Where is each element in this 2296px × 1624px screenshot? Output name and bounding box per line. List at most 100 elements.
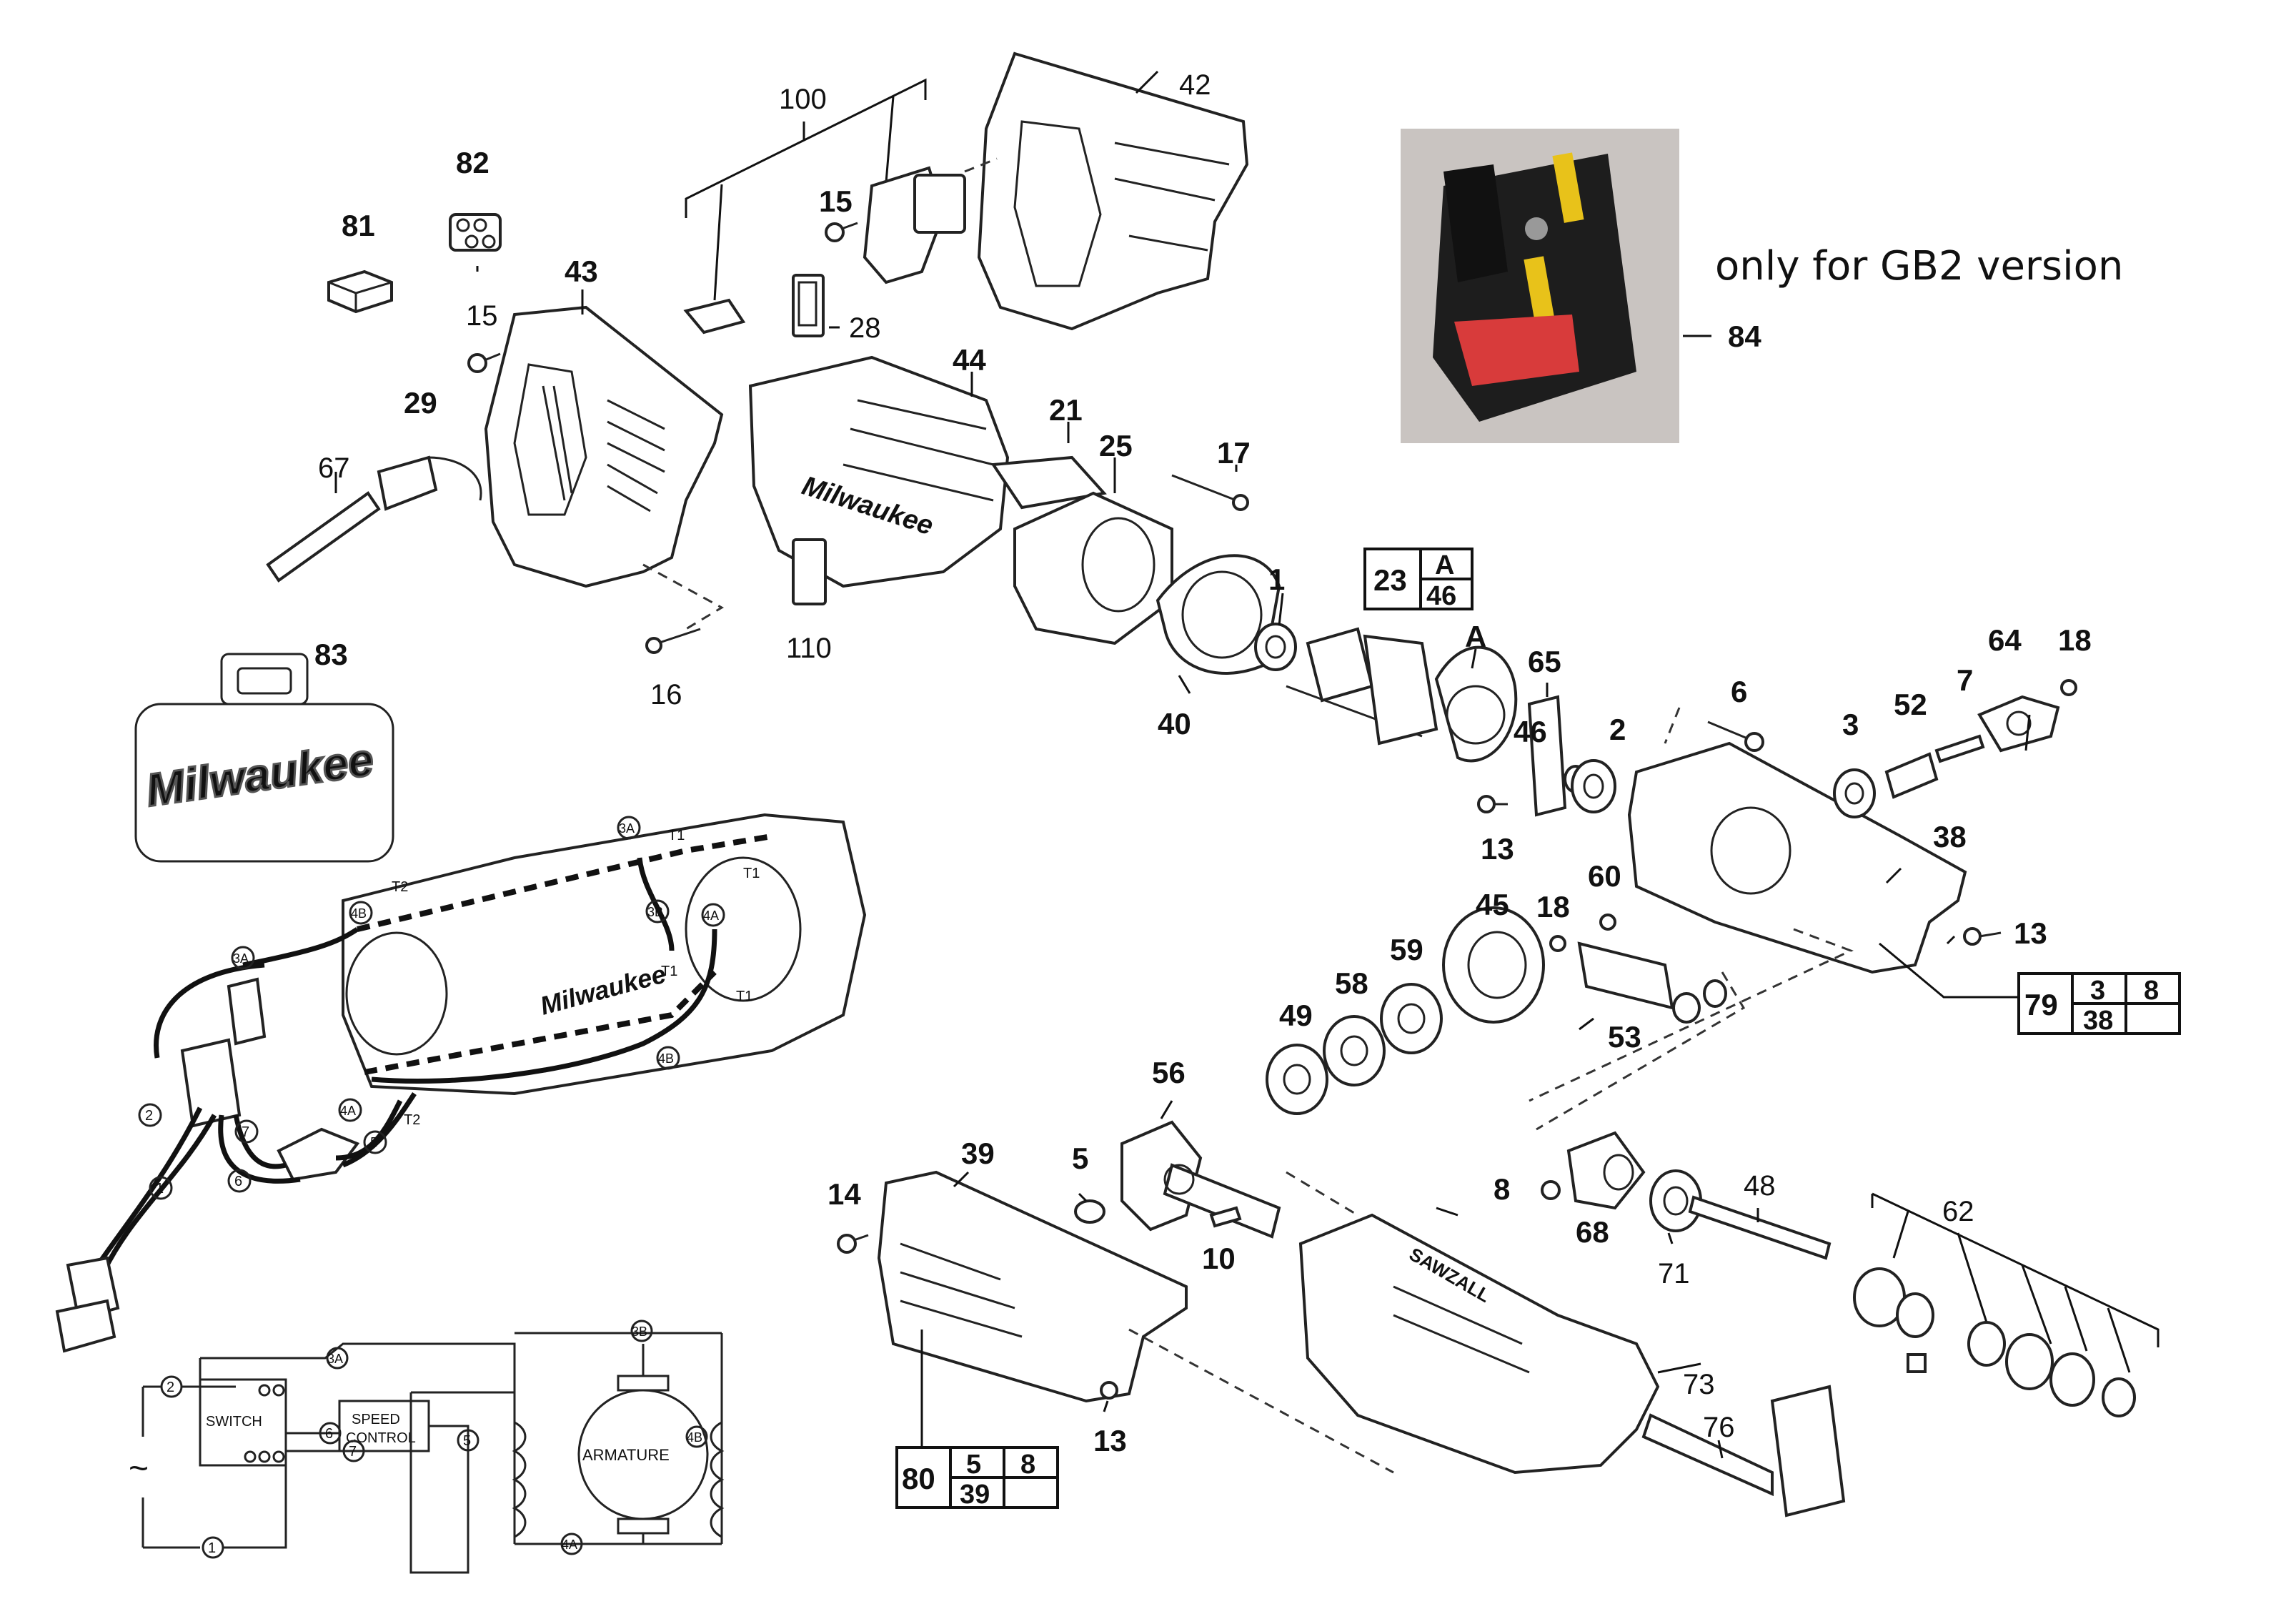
schematic-speed-1: SPEED (352, 1412, 400, 1427)
label-64: 64 (1988, 623, 2022, 657)
part-25-field (1013, 491, 1173, 645)
part-52-bushing (1884, 752, 1939, 799)
part-8-screw (1541, 1180, 1561, 1200)
part-40-fan-baffle (1156, 554, 1281, 675)
label-79-3: 3 (2090, 976, 2105, 1006)
label-15-left: 15 (466, 300, 498, 332)
part-60-pin (1599, 914, 1616, 931)
wire-label-T1-d: T1 (736, 989, 752, 1004)
label-5: 5 (1072, 1142, 1088, 1175)
label-13-b: 13 (2014, 916, 2047, 950)
wiring-switch-and-cord (55, 962, 417, 1353)
label-29: 29 (404, 386, 437, 420)
schematic-node-4B: 4B (687, 1430, 702, 1445)
label-59: 59 (1390, 933, 1423, 966)
label-A: A (1465, 620, 1486, 653)
wire-label-T2-a: T2 (392, 879, 408, 895)
wire-label-4A: 4A (703, 908, 719, 923)
label-80-8: 8 (1020, 1450, 1035, 1480)
label-65: 65 (1528, 645, 1561, 678)
label-7: 7 (1957, 663, 1973, 697)
label-60: 60 (1588, 859, 1621, 893)
table-79 (1879, 942, 2181, 1035)
label-6: 6 (1731, 675, 1747, 708)
label-79: 79 (2024, 988, 2058, 1021)
part-14-screw (837, 1234, 869, 1254)
label-15-top: 15 (819, 184, 853, 218)
part-59-washer (1380, 983, 1443, 1054)
label-81: 81 (342, 209, 375, 242)
wire-label-T2-b: T2 (404, 1112, 420, 1128)
part-48-plunger (1688, 1195, 1832, 1260)
part-62-blade-clamp-kit (1853, 1192, 2160, 1417)
label-13-a: 13 (1481, 832, 1514, 866)
schematic-switch: SWITCH (206, 1414, 262, 1430)
label-68: 68 (1576, 1215, 1609, 1249)
part-65-bracket (1527, 695, 1567, 817)
part-28-brush-holder (792, 274, 825, 337)
schematic-node-1: 1 (208, 1540, 216, 1556)
case-logo: Milwaukee (143, 733, 377, 816)
part-71-bearing (1649, 1169, 1702, 1232)
wiring-circle-labels: 3A 3B 4A 4B 4B 3A 4A T1 T1 T1 T1 T2 T2 2… (138, 816, 760, 1200)
schematic-node-5: 5 (463, 1433, 471, 1449)
leader-lines (334, 70, 2031, 1459)
part-15-screw-left (467, 352, 501, 373)
label-2: 2 (1609, 713, 1626, 746)
wire-label-4B-b: 4B (658, 1051, 674, 1066)
label-83: 83 (314, 638, 348, 671)
schematic-armature: ARMATURE (582, 1446, 670, 1464)
label-52: 52 (1894, 688, 1927, 721)
part-42-handle-half (977, 51, 1249, 331)
wire-label-T1-c: T1 (661, 964, 677, 979)
label-23: 23 (1373, 563, 1407, 597)
part-10-pin (1209, 1206, 1242, 1228)
part-7-pin (1934, 734, 1985, 763)
part-13-screw-c (1100, 1381, 1118, 1400)
label-110: 110 (786, 633, 832, 664)
label-1: 1 (1268, 563, 1285, 596)
label-40: 40 (1158, 707, 1191, 741)
label-45: 45 (1476, 888, 1509, 921)
part-17-screw (1171, 474, 1249, 511)
label-80-5: 5 (966, 1450, 981, 1480)
part-100-bracket (685, 78, 927, 301)
label-80: 80 (902, 1462, 935, 1495)
label-3: 3 (1842, 708, 1859, 741)
table-80 (895, 1330, 1059, 1509)
part-67-power-cord (266, 455, 482, 583)
part-83-carry-case: Milwaukee (134, 653, 394, 863)
label-76: 76 (1703, 1412, 1735, 1443)
label-8: 8 (1494, 1172, 1510, 1206)
label-84: 84 (1728, 320, 1761, 353)
label-44: 44 (953, 343, 986, 377)
label-13-c: 13 (1093, 1424, 1127, 1457)
part-5-pin (1074, 1199, 1105, 1224)
part-1-bearing (1254, 623, 1297, 671)
electrical-schematic: ~ 2 SWITCH 3A SPEED CONTROL 6 7 5 ARMATU… (129, 1320, 725, 1574)
assembly-line-53 (1536, 971, 1746, 1131)
schematic-node-3B: 3B (632, 1325, 647, 1339)
schematic-node-7: 7 (349, 1444, 357, 1460)
part-49-washer (1266, 1044, 1328, 1115)
part-23-armature (1286, 627, 1518, 763)
label-23-A: A (1435, 550, 1454, 580)
wire-label-4B: 4B (351, 906, 367, 921)
label-43: 43 (565, 254, 598, 288)
part-38-gear-case (1627, 741, 1967, 974)
wire-label-T1-a: T1 (668, 828, 685, 843)
part-64-plate (1977, 695, 2060, 753)
part-2-bearing (1571, 759, 1616, 813)
part-84-plug-photo (1401, 129, 1679, 443)
label-25: 25 (1099, 429, 1133, 462)
label-73: 73 (1683, 1369, 1715, 1400)
part-39-front-housing (877, 1170, 1188, 1403)
part-58-washer (1323, 1015, 1386, 1086)
part-100-switch-lever (683, 298, 746, 335)
wire-label-6: 6 (234, 1174, 242, 1189)
label-23-46: 46 (1426, 581, 1456, 611)
part-100-trigger-switch (863, 166, 966, 284)
part-56-wobble-arm (1120, 1120, 1281, 1239)
label-58: 58 (1335, 966, 1368, 1000)
